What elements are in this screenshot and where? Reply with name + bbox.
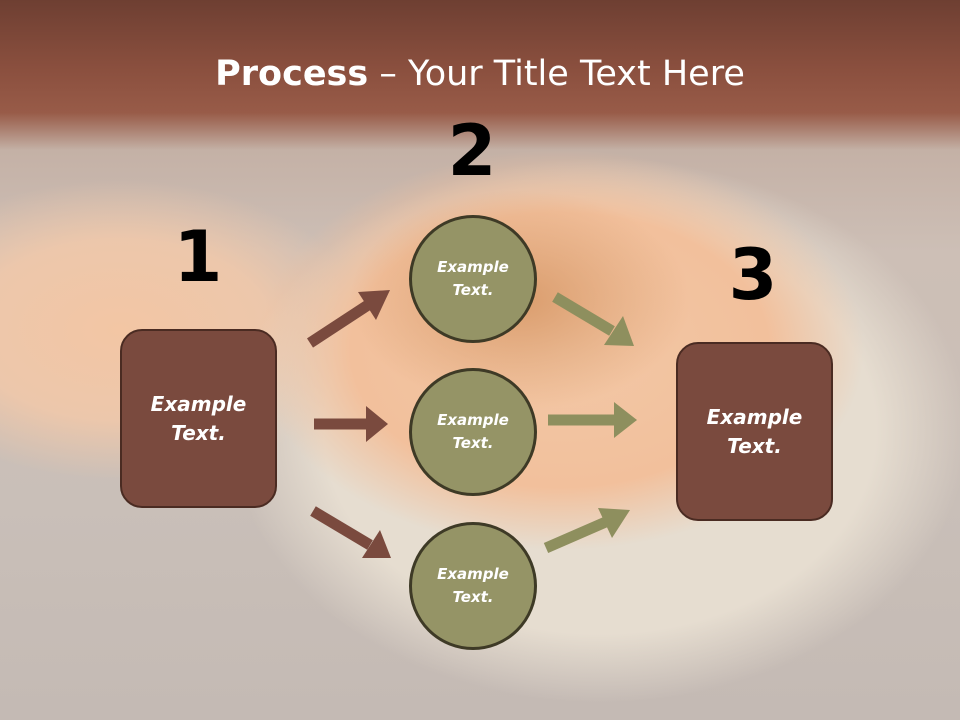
title-bar <box>0 0 960 150</box>
step-number-2: 2 <box>447 110 497 192</box>
arrow-1-to-2-middle <box>314 406 388 442</box>
step-1-box[interactable]: Example Text. <box>120 329 277 508</box>
arrow-2-middle-to-3 <box>548 402 637 438</box>
step-2-circle-top[interactable]: Example Text. <box>409 215 537 343</box>
step-number-1: 1 <box>173 216 223 298</box>
slide-title[interactable]: Process – Your Title Text Here <box>0 52 960 96</box>
step-number-3: 3 <box>728 234 778 316</box>
arrow-2-bottom-to-3 <box>543 508 630 554</box>
arrow-1-to-2-top <box>306 290 390 348</box>
arrow-1-to-2-bottom <box>310 506 391 558</box>
arrow-2-top-to-3 <box>552 292 634 346</box>
title-rest: – Your Title Text Here <box>368 54 745 94</box>
step-3-box[interactable]: Example Text. <box>676 342 833 521</box>
step-2-circle-bottom[interactable]: Example Text. <box>409 522 537 650</box>
title-bold: Process <box>215 54 369 94</box>
step-2-circle-middle[interactable]: Example Text. <box>409 368 537 496</box>
